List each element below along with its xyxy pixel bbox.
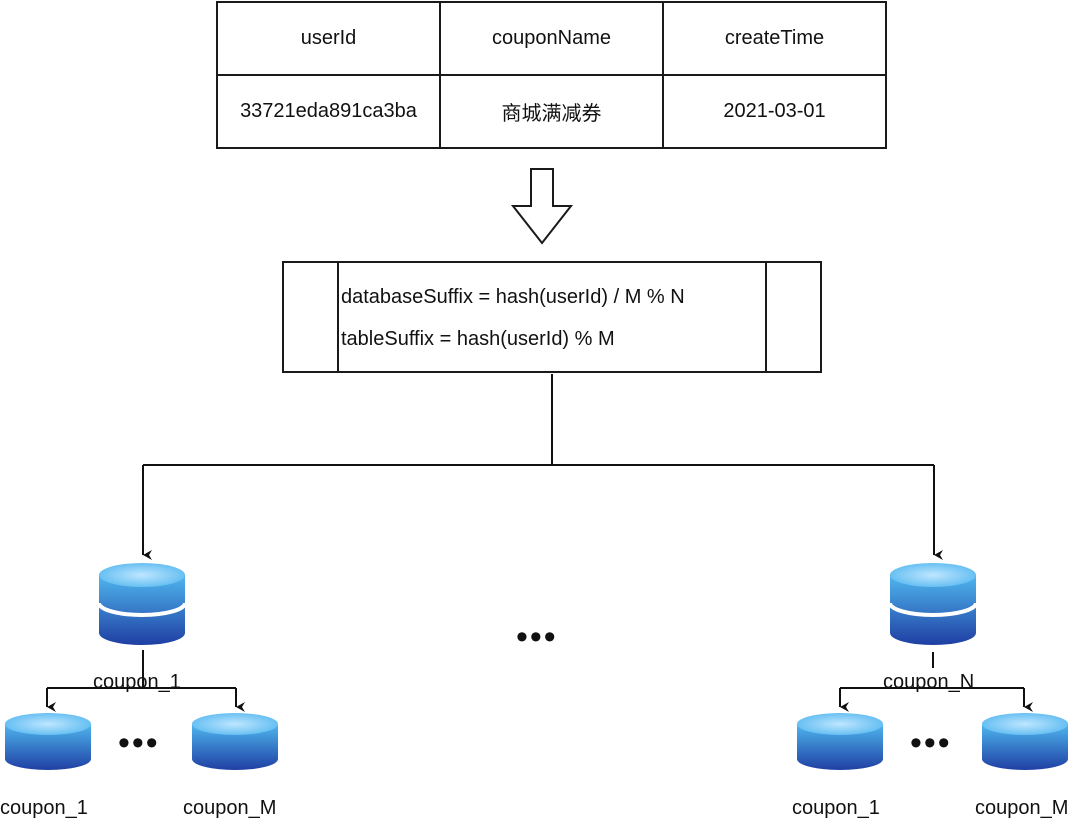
connector-lines — [46, 374, 1033, 712]
formula-box: databaseSuffix = hash(userId) / M % N ta… — [282, 261, 822, 373]
table-label-right-m: coupon_M — [975, 797, 1069, 819]
table-cell: 商城满减券 — [439, 74, 664, 149]
record-table: userId couponName createTime 33721eda891… — [216, 1, 887, 149]
database-icon-left — [97, 563, 187, 645]
table-icon-left-m — [192, 713, 278, 770]
header-cell: userId — [216, 1, 441, 76]
table-label-right-1: coupon_1 — [792, 797, 880, 819]
table-label-left-1: coupon_1 — [0, 797, 88, 819]
table-icon-right-1 — [797, 713, 883, 770]
process-bar-right — [765, 263, 767, 371]
process-bar-left — [337, 263, 339, 371]
header-cell: createTime — [662, 1, 887, 76]
down-arrow-icon — [510, 168, 574, 245]
table-suffix-formula: tableSuffix = hash(userId) % M — [341, 328, 615, 350]
database-suffix-formula: databaseSuffix = hash(userId) / M % N — [341, 286, 685, 308]
header-cell: couponName — [439, 1, 664, 76]
database-label-left: coupon_1 — [93, 671, 181, 693]
ellipsis-databases: ••• — [516, 618, 558, 656]
table-label-left-m: coupon_M — [183, 797, 277, 819]
table-header-row: userId couponName createTime — [216, 1, 887, 76]
table-cell: 2021-03-01 — [662, 74, 887, 149]
table-cell: 33721eda891ca3ba — [216, 74, 441, 149]
table-icon-right-m — [982, 713, 1068, 770]
database-icon-right — [888, 563, 978, 645]
table-row: 33721eda891ca3ba 商城满减券 2021-03-01 — [216, 74, 887, 149]
database-label-right: coupon_N — [883, 671, 975, 693]
table-icon-left-1 — [5, 713, 91, 770]
ellipsis-tables-left: ••• — [118, 724, 160, 762]
ellipsis-tables-right: ••• — [910, 724, 952, 762]
